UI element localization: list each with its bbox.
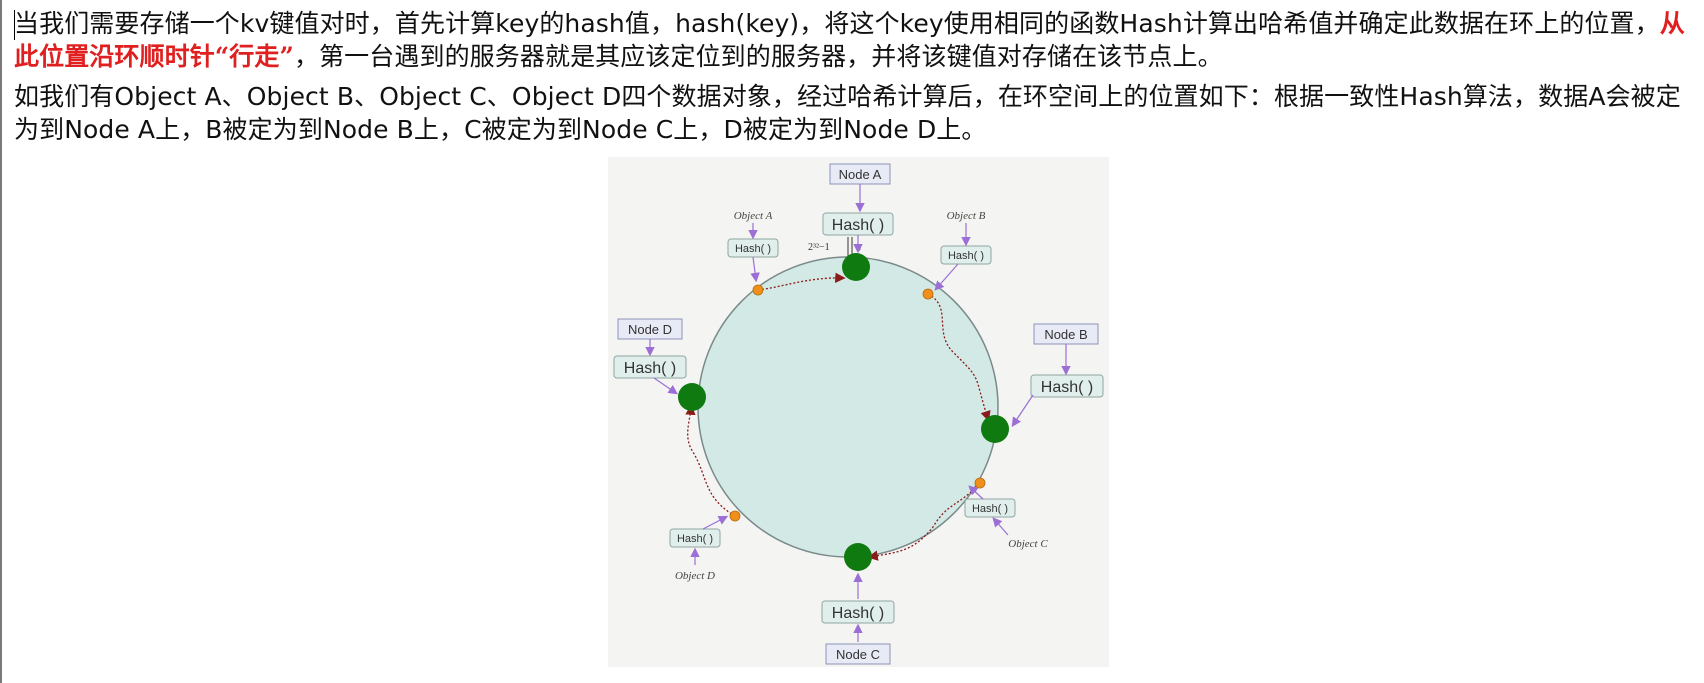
paragraph-intro-text: 当我们需要存储一个kv键值对时，首先计算key的hash值，hash(key)，… (14, 9, 1660, 38)
object-d-label: Object D (675, 570, 715, 582)
node-b-hash-box (1030, 374, 1104, 398)
object-a-hash-label: Hash( ) (735, 243, 771, 255)
object-a-hash-connector (750, 256, 760, 283)
walk-path-d (685, 404, 736, 517)
node-a-dot (842, 253, 870, 281)
object-b-hash-box (940, 245, 992, 265)
walk-path-c (867, 482, 981, 561)
paragraph-intro: 当我们需要存储一个kv键值对时，首先计算key的hash值，hash(key)，… (14, 7, 1694, 73)
node-c-label-box (825, 643, 891, 665)
node-b-hash-connector (1011, 394, 1034, 427)
node-c-hash-label: Hash( ) (832, 605, 884, 622)
left-border (0, 0, 2, 683)
ring-max-label: 2³²−1 (808, 242, 830, 253)
object-c-hash-box (964, 498, 1016, 518)
node-b-label: Node B (1044, 327, 1087, 342)
object-b-label: Object B (947, 210, 986, 222)
node-a-hash-label: Hash( ) (832, 217, 884, 234)
object-c-hash-connector (968, 485, 984, 500)
node-b-hash-label: Hash( ) (1041, 379, 1093, 396)
object-a-dot (752, 284, 764, 296)
node-c-dot (844, 543, 872, 571)
node-d-hash-connector (653, 377, 678, 395)
paragraph-intro-tail: ，第一台遇到的服务器就是其应该定位到的服务器，并将该键值对存储在该节点上。 (293, 42, 1223, 71)
hash-ring (697, 256, 999, 558)
consistent-hash-ring-figure: 2³²−1 0 Node A Hash( ) Object A Hash( ) … (608, 157, 1109, 667)
node-a-label: Node A (839, 167, 882, 182)
object-d-hash-label: Hash( ) (677, 533, 713, 545)
object-d-dot (729, 510, 741, 522)
object-b-hash-label: Hash( ) (948, 250, 984, 262)
object-c-label: Object C (1008, 538, 1048, 550)
walk-path-b (927, 293, 991, 422)
node-c-label: Node C (836, 647, 880, 662)
node-b-dot (981, 415, 1009, 443)
hash-ring-diagram: 2³²−1 0 Node A Hash( ) Object A Hash( ) … (613, 163, 1104, 665)
paragraph-example: 如我们有Object A、Object B、Object C、Object D四… (14, 82, 1681, 144)
node-d-dot (678, 383, 706, 411)
node-d-hash-box (613, 355, 687, 379)
object-b-dot (922, 288, 934, 300)
object-b-hash-connector (934, 263, 959, 291)
object-d-hash-connector (702, 515, 729, 530)
text-cursor (14, 10, 15, 40)
object-d-hash-box (669, 528, 721, 548)
highlight-clockwise-walk: 从此位置沿环顺时针“行走” (14, 9, 1685, 71)
object-c-connector (992, 517, 1009, 536)
object-c-dot (974, 477, 986, 489)
object-c-hash-label: Hash( ) (972, 503, 1008, 515)
object-a-label: Object A (734, 210, 773, 222)
node-d-hash-label: Hash( ) (624, 360, 676, 377)
node-d-label: Node D (628, 322, 672, 337)
node-c-hash-box (821, 600, 895, 624)
